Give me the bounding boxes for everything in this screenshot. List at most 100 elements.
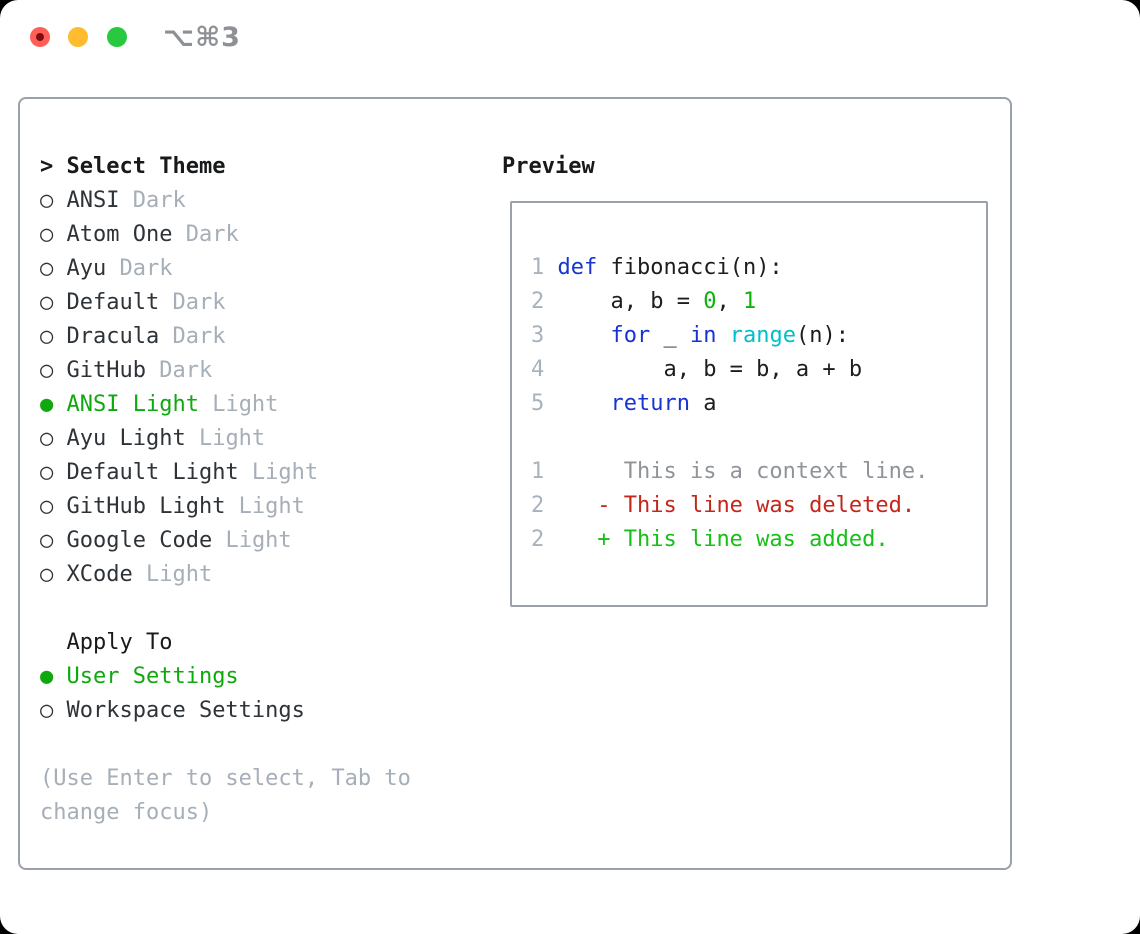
token-line-number: 4: [531, 357, 545, 382]
option-variant-label: Dark: [159, 324, 226, 349]
hint-text: (Use Enter to select, Tab to change focu…: [40, 766, 411, 825]
token-plain: _: [650, 323, 690, 348]
token-deleted: - This line was deleted.: [597, 493, 916, 518]
option-label: User Settings: [53, 664, 239, 689]
radio-unselected-icon: ○: [40, 562, 54, 587]
token-line-number: 5: [531, 391, 545, 416]
token-line-number: 1: [531, 459, 545, 484]
theme-option-github-light[interactable]: ○ GitHub Light Light: [40, 490, 480, 524]
maximize-button[interactable]: [107, 27, 127, 47]
theme-list: ○ ANSI Dark○ Atom One Dark○ Ayu Dark○ De…: [40, 184, 480, 592]
apply-option-workspace-settings[interactable]: ○ Workspace Settings: [40, 694, 480, 728]
token-line-number: 3: [531, 323, 545, 348]
option-variant-label: Light: [185, 426, 266, 451]
theme-selector-panel: > Select Theme ○ ANSI Dark○ Atom One Dar…: [18, 97, 1012, 870]
option-variant-label: Light: [225, 494, 305, 519]
token-number: 0: [703, 289, 717, 314]
option-variant-label: Dark: [172, 222, 239, 247]
token-keyword: def: [557, 255, 598, 280]
diff-line: 2 + This line was added.: [531, 523, 986, 557]
theme-option-ayu-light[interactable]: ○ Ayu Light Light: [40, 422, 480, 456]
token-added: + This line was added.: [597, 527, 889, 552]
apply-to-heading: Apply To: [66, 630, 173, 655]
radio-selected-icon: ●: [40, 392, 54, 417]
cursor-arrow-icon: >: [40, 154, 67, 179]
token-plain: a, b = b, a + b: [544, 357, 863, 382]
theme-option-xcode[interactable]: ○ XCode Light: [40, 558, 480, 592]
apply-to-list: ● User Settings○ Workspace Settings: [40, 660, 480, 728]
option-variant-label: Dark: [159, 290, 226, 315]
option-variant-label: Dark: [119, 188, 186, 213]
radio-unselected-icon: ○: [40, 426, 54, 451]
token-plain: ,: [716, 289, 743, 314]
theme-option-ansi-light[interactable]: ● ANSI Light Light: [40, 388, 480, 422]
theme-option-dracula[interactable]: ○ Dracula Dark: [40, 320, 480, 354]
minimize-button[interactable]: [68, 27, 88, 47]
option-label: Workspace Settings: [53, 698, 305, 723]
option-label: XCode: [53, 562, 133, 587]
option-label: Google Code: [53, 528, 213, 553]
token-builtin: range: [729, 323, 796, 348]
option-variant-label: Dark: [106, 256, 173, 281]
code-line: 2 a, b = 0, 1: [531, 285, 986, 319]
option-label: Atom One: [53, 222, 173, 247]
radio-unselected-icon: ○: [40, 494, 54, 519]
option-variant-label: Light: [132, 562, 213, 587]
token-keyword: return: [610, 391, 690, 416]
token-number: 1: [742, 289, 757, 314]
theme-option-default[interactable]: ○ Default Dark: [40, 286, 480, 320]
theme-option-atom-one[interactable]: ○ Atom One Dark: [40, 218, 480, 252]
option-variant-label: Light: [198, 392, 279, 417]
option-label: Ayu Light: [53, 426, 186, 451]
radio-unselected-icon: ○: [40, 222, 54, 247]
token-plain: [544, 493, 597, 518]
token-plain: [544, 255, 557, 280]
radio-unselected-icon: ○: [40, 698, 54, 723]
diff-line: 2 - This line was deleted.: [531, 489, 986, 523]
option-label: Dracula: [53, 324, 160, 349]
spacer: [40, 728, 480, 762]
token-plain: [544, 527, 597, 552]
theme-option-ansi[interactable]: ○ ANSI Dark: [40, 184, 480, 218]
close-button[interactable]: [30, 27, 50, 47]
select-theme-heading: > Select Theme: [40, 150, 480, 184]
radio-unselected-icon: ○: [40, 528, 54, 553]
window-title: ⌥⌘3: [163, 22, 241, 53]
theme-option-default-light[interactable]: ○ Default Light Light: [40, 456, 480, 490]
token-plain: fibonacci(n):: [597, 255, 783, 280]
token-keyword: for: [610, 323, 651, 348]
theme-option-google-code[interactable]: ○ Google Code Light: [40, 524, 480, 558]
option-label: Default: [53, 290, 160, 315]
option-label: ANSI Light: [53, 392, 199, 417]
theme-option-github[interactable]: ○ GitHub Dark: [40, 354, 480, 388]
preview-heading: Preview: [502, 154, 595, 179]
code-line: 5 return a: [531, 387, 986, 421]
option-variant-label: Light: [212, 528, 292, 553]
token-plain: a, b =: [544, 289, 704, 314]
token-line-number: 2: [531, 289, 545, 314]
option-label: GitHub Light: [53, 494, 226, 519]
option-label: ANSI: [53, 188, 120, 213]
apply-option-user-settings[interactable]: ● User Settings: [40, 660, 480, 694]
token-context: This is a context line.: [544, 459, 929, 484]
radio-unselected-icon: ○: [40, 460, 54, 485]
radio-unselected-icon: ○: [40, 358, 54, 383]
token-plain: [544, 391, 610, 416]
radio-unselected-icon: ○: [40, 290, 54, 315]
option-label: Ayu: [53, 256, 107, 281]
option-variant-label: Dark: [145, 358, 213, 383]
token-plain: [544, 323, 610, 348]
token-plain: a: [689, 391, 717, 416]
theme-selector-column: > Select Theme ○ ANSI Dark○ Atom One Dar…: [40, 150, 480, 830]
option-variant-label: Light: [238, 460, 319, 485]
token-line-number: 2: [531, 527, 545, 552]
close-dot-icon: [36, 33, 44, 41]
code-line: 3 for _ in range(n):: [531, 319, 986, 353]
token-line-number: 2: [531, 493, 545, 518]
theme-option-ayu[interactable]: ○ Ayu Dark: [40, 252, 480, 286]
spacer: [40, 592, 480, 626]
code-line: 1 def fibonacci(n):: [531, 251, 986, 285]
token-keyword: in: [689, 323, 717, 348]
